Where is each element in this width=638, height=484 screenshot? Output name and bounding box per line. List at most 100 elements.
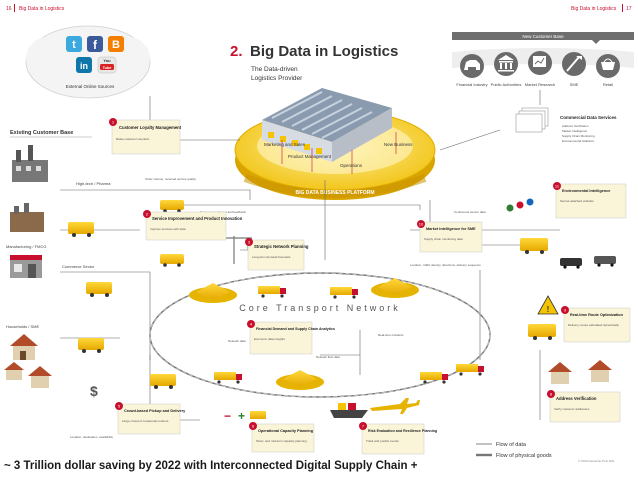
platform-ring-label: BIG DATA BUSINESS PLATFORM <box>296 190 375 196</box>
info-box: 4 Financial Demand and Supply Chain Anal… <box>247 320 335 355</box>
delivery-vans: ! $ + − <box>68 198 616 423</box>
flow-label: Network data <box>228 339 246 343</box>
info-box: 2 Service Improvement and Product Innova… <box>143 210 243 241</box>
svg-text:−: − <box>224 409 231 423</box>
box-number: 6 <box>252 424 255 429</box>
box-title: Risk Evaluation and Resilience Planning <box>368 429 437 433</box>
box-text: Short- and mid-term capacity planning <box>256 439 307 443</box>
platform-sector: Operations <box>340 163 363 168</box>
market-research-icon <box>528 51 552 75</box>
box-number: 1 <box>112 120 115 125</box>
ship-icon <box>330 403 368 418</box>
truck-icon <box>456 364 484 376</box>
box-text: Verify customer addresses <box>554 407 590 411</box>
public-authorities-icon <box>494 52 518 76</box>
info-box: 10 Market Intelligence for SME Supply ch… <box>417 220 483 253</box>
svg-text:Tube: Tube <box>103 66 112 70</box>
info-box: 8 Address Verification Verify customer a… <box>547 390 621 423</box>
big-data-platform: BIG DATA BUSINESS PLATFORM Marketing and… <box>234 88 436 200</box>
retail-icon <box>596 54 620 78</box>
legend-physical-label: Flow of physical goods <box>496 453 552 459</box>
car-icon <box>560 258 582 269</box>
online-sources-label: External Online Sources <box>66 84 115 89</box>
box-number: 10 <box>419 222 424 227</box>
left-header-title: Big Data in Logistics <box>19 6 65 12</box>
online-sources-cloud: t f B in You Tube External Online Source… <box>25 25 151 99</box>
box-text: Supply chain monitoring data <box>424 237 463 241</box>
box-text: Large crowd of occasional couriers <box>122 419 169 423</box>
new-customer-item: SME <box>570 82 579 87</box>
blogger-icon: B <box>108 36 124 52</box>
platform-sector: New Business <box>384 142 413 147</box>
flow-label: Location, traffic density, directions, d… <box>410 263 481 267</box>
financial-industry-icon <box>460 54 484 78</box>
flow-label: Real-time incidents <box>378 333 404 337</box>
header-right: Big Data in Logistics 17 <box>571 4 632 12</box>
new-customer-base-label: New Customer Base <box>522 34 564 39</box>
box-title: Financial Demand and Supply Chain Analyt… <box>256 327 335 331</box>
right-page-number: 17 <box>626 6 632 12</box>
svg-text:+: + <box>238 409 245 423</box>
warehouse-icon <box>262 88 392 162</box>
box-number: 3 <box>248 240 251 245</box>
van-icon <box>520 238 548 254</box>
box-text: Delivery routes calculated dynamically <box>568 323 619 327</box>
box-text: Improve services with data <box>150 227 186 231</box>
van-icon <box>78 338 104 353</box>
subtitle-line1: The Data-driven <box>251 66 298 73</box>
house-icon <box>28 366 52 388</box>
facebook-icon: f <box>87 36 103 52</box>
flow-label: Location, destination, availability <box>70 435 114 439</box>
svg-text:f: f <box>93 38 98 52</box>
left-page-number: 16 <box>6 6 12 12</box>
box-title: Service Improvement and Product Innovati… <box>152 216 243 221</box>
new-customer-item: Financial Industry <box>456 82 487 87</box>
box-text: Long-term demand forecasts <box>252 255 291 259</box>
info-box: 6 Operational Capacity Planning Short- a… <box>249 422 315 453</box>
commercial-service-item: Environmental Statistics <box>562 139 595 143</box>
svg-text:B: B <box>112 39 120 51</box>
house-icon <box>4 362 24 380</box>
van-icon <box>160 254 184 267</box>
legend: Flow of data Flow of physical goods © 20… <box>476 442 615 463</box>
subtitle-line2: Logistics Provider <box>251 75 303 82</box>
truck-icon <box>214 372 242 384</box>
commercial-service-item: Supply Chain Monitoring <box>562 134 595 138</box>
existing-customer-base: Existing Customer Base High-tech / Pharm… <box>4 130 111 388</box>
box-text: Raise customer retention <box>116 137 150 141</box>
legend-data-label: Flow of data <box>496 442 527 448</box>
box-text: Sensor-attached vehicles <box>560 199 594 203</box>
commercial-service-item: Market Intelligence <box>562 129 588 133</box>
flow-label: Continuous sensor data <box>454 210 486 214</box>
manufacturing-icon <box>10 203 44 232</box>
commercial-service-item: Address Verification <box>562 124 589 128</box>
box-text: Track and predict events <box>366 439 399 443</box>
truck-icon <box>330 287 358 299</box>
header-divider <box>14 4 15 12</box>
house-icon <box>10 334 38 360</box>
plus-minus-icon: + − <box>224 409 266 423</box>
box-number: 11 <box>555 184 560 189</box>
box-title: Customer Loyalty Management <box>119 125 182 130</box>
svg-text:in: in <box>80 61 88 71</box>
slide-caption: ~ 3 Trillion dollar saving by 2022 with … <box>4 460 418 472</box>
existing-customer-base-label: Existing Customer Base <box>10 130 73 136</box>
environment-sensor-icons <box>506 198 534 212</box>
house-icon <box>548 362 572 384</box>
box-number: 5 <box>118 404 121 409</box>
truck-icon <box>258 286 286 298</box>
header-left: 16 Big Data in Logistics <box>6 4 65 12</box>
box-title: Environmental Intelligence <box>562 189 610 193</box>
flow-label: Network flow data <box>316 355 340 359</box>
info-box: 7 Risk Evaluation and Resilience Plannin… <box>359 422 437 455</box>
dollar-sign-icon: $ <box>90 383 98 399</box>
core-transport-network: Core Transport Network <box>149 272 491 418</box>
info-box: 5 Crowd-based Pickup and Delivery Large … <box>115 402 186 435</box>
house-icon <box>588 360 612 382</box>
van-icon <box>528 324 556 340</box>
info-box: 9 Real-time Route Optimization Delivery … <box>561 306 631 343</box>
svg-text:You: You <box>103 58 111 63</box>
segment-label: Commerce Sector <box>62 264 95 269</box>
title-number: 2. <box>230 43 243 60</box>
right-header-title: Big Data in Logistics <box>571 6 617 12</box>
